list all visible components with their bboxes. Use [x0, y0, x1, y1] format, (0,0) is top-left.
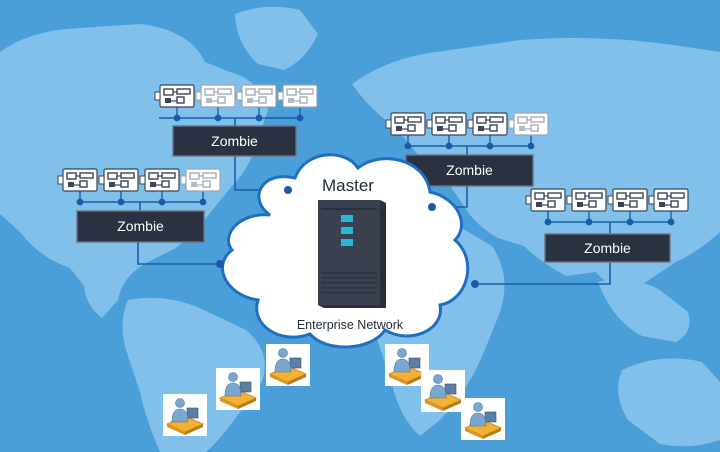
server-led: [341, 215, 353, 222]
workstation-icon: [460, 397, 506, 441]
infected-device-icon: [648, 188, 689, 212]
europe-asia-landmass: [352, 38, 720, 288]
greenland-landmass: [235, 6, 318, 71]
link-zombie-mid-left: [137, 242, 220, 265]
workstation-icon: [215, 367, 261, 411]
device-group-top-left: [154, 84, 318, 126]
device-icon: [180, 168, 221, 192]
device-icon: [236, 84, 277, 108]
infected-device-icon: [525, 188, 566, 212]
zombie-label: Zombie: [584, 240, 631, 256]
zombie-label: Zombie: [117, 218, 164, 234]
workstation-icon: [265, 343, 311, 387]
infected-device-icon: [385, 112, 426, 136]
master-label: Master: [322, 176, 374, 195]
infected-device-icon: [98, 168, 139, 192]
infected-device-icon: [154, 84, 195, 108]
device-group-mid-left: [57, 168, 221, 211]
device-group-top-right: [385, 112, 549, 155]
infected-device-icon: [566, 188, 607, 212]
workstation-icon: [162, 393, 208, 437]
connection-points: [216, 186, 479, 288]
server-led: [341, 227, 353, 234]
zombie-box-top-left: Zombie: [172, 125, 297, 157]
master-server-icon: [318, 200, 386, 308]
infected-device-icon: [426, 112, 467, 136]
infected-device-icon: [467, 112, 508, 136]
infected-device-icon: [139, 168, 180, 192]
south-america-landmass: [122, 297, 265, 452]
server-led: [341, 239, 353, 246]
enterprise-network-label: Enterprise Network: [297, 318, 404, 332]
zombie-box-bottom-right: Zombie: [544, 233, 671, 263]
workstation-icon: [420, 369, 466, 413]
device-icon: [508, 112, 549, 136]
device-icon: [195, 84, 236, 108]
zombie-label: Zombie: [446, 162, 493, 178]
device-icon: [277, 84, 318, 108]
link-zombie-bottom-right: [475, 262, 611, 285]
southeast-asia-landmass: [598, 279, 690, 342]
device-group-bottom-right: [525, 188, 689, 234]
zombie-label: Zombie: [211, 133, 258, 149]
australia-landmass: [618, 358, 720, 447]
infected-device-icon: [57, 168, 98, 192]
zombie-box-mid-left: Zombie: [76, 210, 205, 243]
infected-device-icon: [607, 188, 648, 212]
